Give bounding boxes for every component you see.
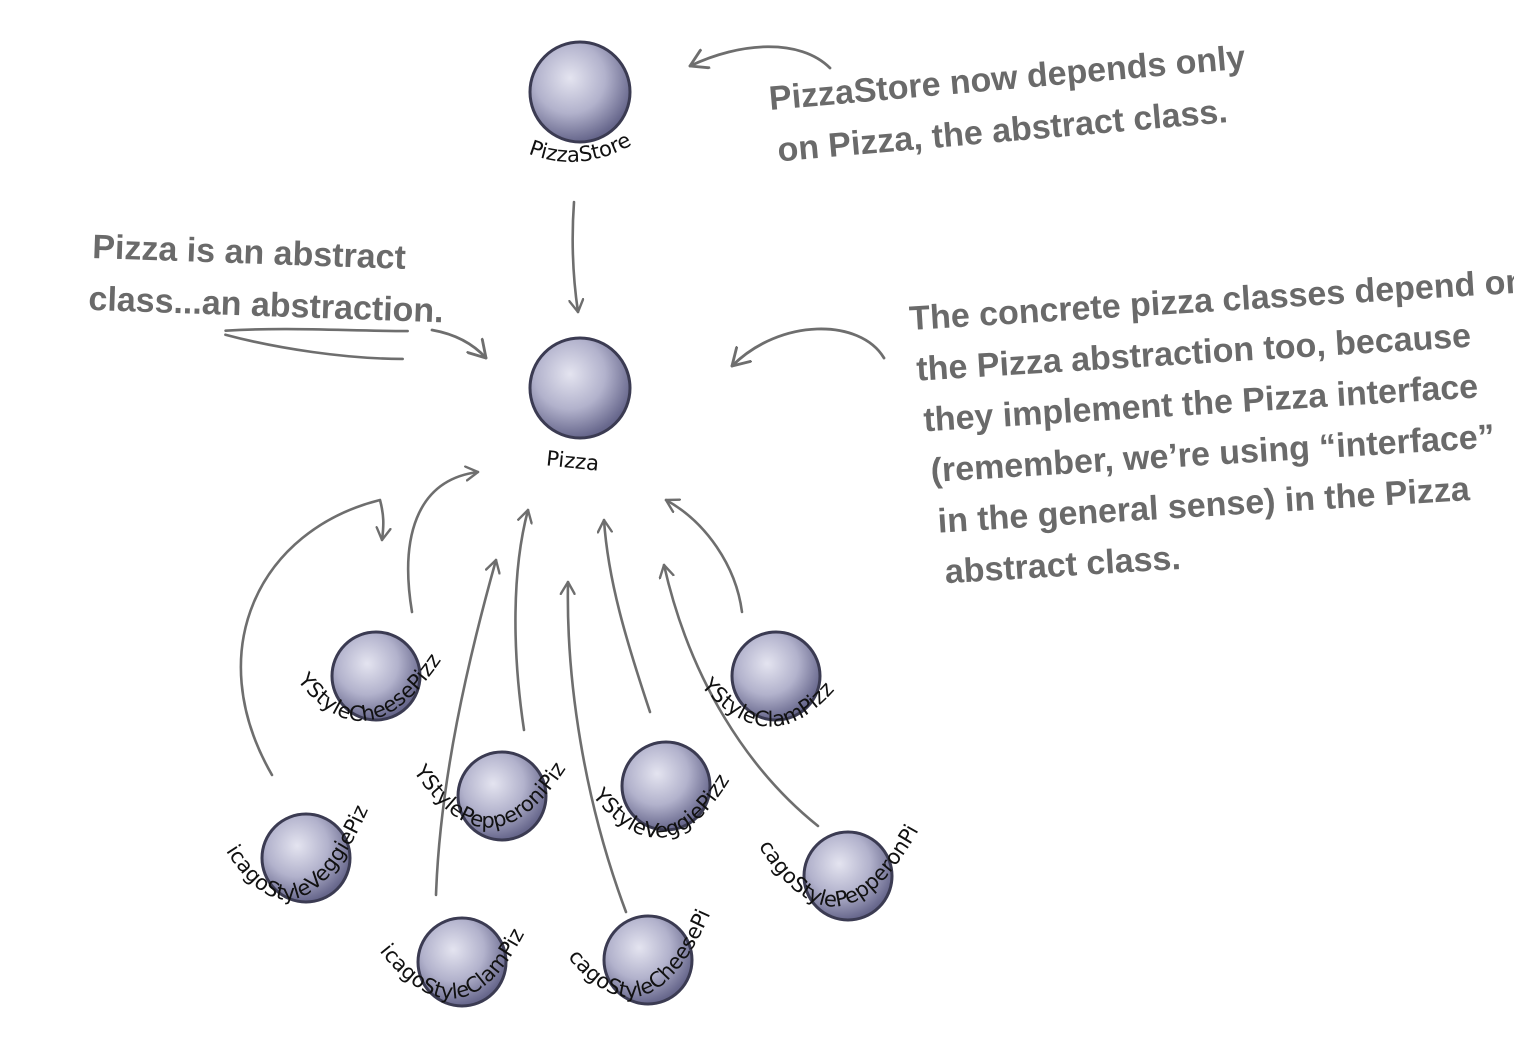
pizza-note-arrow [430,328,486,358]
node-label-ny-clam: NYStyleClamPizza [0,0,839,732]
edge-ny-pepperoni-to-pizza [514,508,528,732]
edge-ny-clam-to-pizza [664,500,744,614]
pizza-note-line-2-prefix: class...an [88,280,252,324]
edge-ny-veggie-to-pizza [604,518,652,714]
abstraction-underline [224,327,409,361]
svg-text:ChicagoStyleVeggiePizza: ChicagoStyleVeggiePizza [0,0,373,905]
node-ny-cheese-pizza: NYStyleCheesePizza [0,0,446,726]
edge-chicago-cheese-to-pizza [568,580,628,914]
pizza-note-line-1: Pizza is an abstract [92,228,407,277]
svg-text:NYStyleClamPizza: NYStyleClamPizza [0,0,839,732]
edge-ny-cheese-to-pizza [406,472,480,614]
node-ny-pepperoni-pizza: NYStylePepperoniPizza [0,0,570,842]
concrete-note: The concrete pizza classes depend on the… [908,262,1514,591]
edge-chicago-clam-to-pizza [434,558,496,897]
edge-chicago-pepperoni-to-pizza [664,563,820,828]
node-label-chicago-veggie: ChicagoStyleVeggiePizza [0,0,373,905]
node-label-ny-cheese: NYStyleCheesePizza [0,0,446,726]
node-label-ny-pepperoni: NYStylePepperoniPizza [0,0,570,833]
node-label-pizza: Pizza [545,446,600,475]
svg-text:NYStylePepperoniPizza: NYStylePepperoniPizza [0,0,570,833]
node-pizzastore: PizzaStore [526,40,635,167]
edge-pizzastore-to-pizza [573,200,578,314]
pizza-note-abstraction-word: abstraction. [250,286,444,331]
node-chicago-veggie-pizza: ChicagoStyleVeggiePizza [0,0,373,905]
pizza-note-line-2: class...an abstraction. [88,280,444,330]
concrete-note-line-6: abstract class. [944,539,1182,591]
edge-chicago-veggie-to-pizza [239,498,383,777]
svg-text:NYStyleCheesePizza: NYStyleCheesePizza [0,0,446,726]
dependency-edges [239,200,820,914]
store-note: PizzaStore now depends only on Pizza, th… [767,38,1247,169]
callout-arrows [430,45,886,366]
node-pizza: Pizza [528,336,632,476]
node-ny-clam-pizza: NYStyleClamPizza [0,0,839,732]
concrete-note-arrow [732,327,886,366]
pizza-note: Pizza is an abstract class...an abstract… [88,228,444,361]
store-note-arrow [690,45,832,70]
